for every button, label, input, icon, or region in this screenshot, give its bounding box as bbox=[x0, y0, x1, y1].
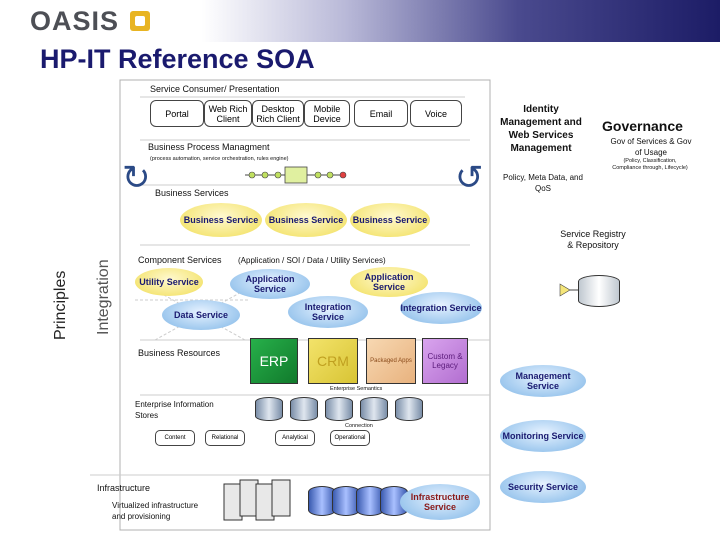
storage-cylinder-4 bbox=[380, 486, 408, 516]
component-services-label: Component Services bbox=[138, 255, 222, 265]
store-relational: Relational bbox=[205, 430, 245, 446]
business-services-label: Business Services bbox=[155, 188, 229, 198]
oasis-logo: OASIS bbox=[30, 6, 120, 36]
store-operational: Operational bbox=[330, 430, 370, 446]
header-bar: OASIS bbox=[0, 0, 720, 42]
monitoring-service: Monitoring Service bbox=[500, 420, 586, 452]
connection-label: Connection bbox=[345, 423, 373, 429]
enterprise-semantics-label: Enterprise Semantics bbox=[330, 386, 383, 392]
policy-metadata-label: Policy, Meta Data, and QoS bbox=[503, 173, 583, 193]
store-analytical: Analytical bbox=[275, 430, 315, 446]
management-service: Management Service bbox=[500, 365, 586, 397]
integration-service-1: Integration Service bbox=[288, 296, 368, 328]
packaged-apps-block: Packaged Apps bbox=[366, 338, 416, 384]
info-store-cylinder-5 bbox=[395, 397, 423, 421]
info-store-cylinder-2 bbox=[290, 397, 318, 421]
governance-subtitle: Gov of Services & Gov of Usage bbox=[610, 137, 692, 157]
channel-portal: Portal bbox=[150, 100, 204, 127]
left-cycle-arrow-icon: ↻ bbox=[122, 159, 151, 197]
governance-note: (Policy, Classification, Compliance thro… bbox=[612, 158, 688, 171]
business-resources-label: Business Resources bbox=[138, 348, 221, 358]
channel-mobile-device: Mobile Device bbox=[304, 100, 350, 127]
info-stores-label: Enterprise Information Stores bbox=[135, 400, 214, 420]
infrastructure-sublabel: Virtualized infrastructure and provision… bbox=[112, 501, 199, 521]
infrastructure-label: Infrastructure bbox=[97, 483, 151, 493]
consumer-layer-label: Service Consumer/ Presentation bbox=[150, 84, 280, 94]
custom-legacy-block: Custom & Legacy bbox=[422, 338, 468, 384]
info-store-cylinder-3 bbox=[325, 397, 353, 421]
info-store-cylinder-4 bbox=[360, 397, 388, 421]
business-service-3: Business Service bbox=[350, 203, 430, 237]
data-service: Data Service bbox=[162, 300, 240, 330]
business-service-1: Business Service bbox=[180, 203, 262, 237]
integration-service-2: Integration Service bbox=[400, 292, 482, 324]
identity-management-label: Identity Management and Web Services Man… bbox=[500, 104, 582, 154]
application-service-2: Application Service bbox=[350, 267, 428, 297]
channel-email: Email bbox=[354, 100, 408, 127]
integration-label: Integration bbox=[95, 259, 112, 335]
utility-service: Utility Service bbox=[135, 268, 203, 296]
info-store-cylinder-1 bbox=[255, 397, 283, 421]
erp-block: ERP bbox=[250, 338, 298, 384]
infrastructure-service: Infrastructure Service bbox=[400, 484, 480, 520]
security-service: Security Service bbox=[500, 471, 586, 503]
service-registry-label: Service Registry & Repository bbox=[560, 229, 626, 250]
bpm-sublabel: (process automation, service orchestrati… bbox=[150, 156, 289, 162]
server-rack-icon bbox=[223, 479, 291, 521]
principles-label: Principles bbox=[52, 270, 69, 340]
registry-cylinder-icon bbox=[578, 275, 620, 307]
channel-desktop-rich-client: Desktop Rich Client bbox=[252, 100, 304, 127]
right-cycle-arrow-icon: ↺ bbox=[455, 159, 484, 197]
storage-cylinder-3 bbox=[356, 486, 384, 516]
page-title: HP-IT Reference SOA bbox=[40, 44, 315, 74]
application-service-1: Application Service bbox=[230, 269, 310, 299]
business-service-2: Business Service bbox=[265, 203, 347, 237]
governance-title: Governance bbox=[602, 118, 683, 134]
store-content: Content bbox=[155, 430, 195, 446]
storage-cylinder-2 bbox=[332, 486, 360, 516]
channel-voice: Voice bbox=[410, 100, 462, 127]
crm-block: CRM bbox=[308, 338, 358, 384]
channel-web-rich-client: Web Rich Client bbox=[204, 100, 252, 127]
component-services-sublabel: (Application / SOI / Data / Utility Serv… bbox=[238, 256, 386, 265]
bpm-label: Business Process Managment bbox=[148, 142, 270, 152]
oasis-logo-icon bbox=[130, 11, 150, 31]
